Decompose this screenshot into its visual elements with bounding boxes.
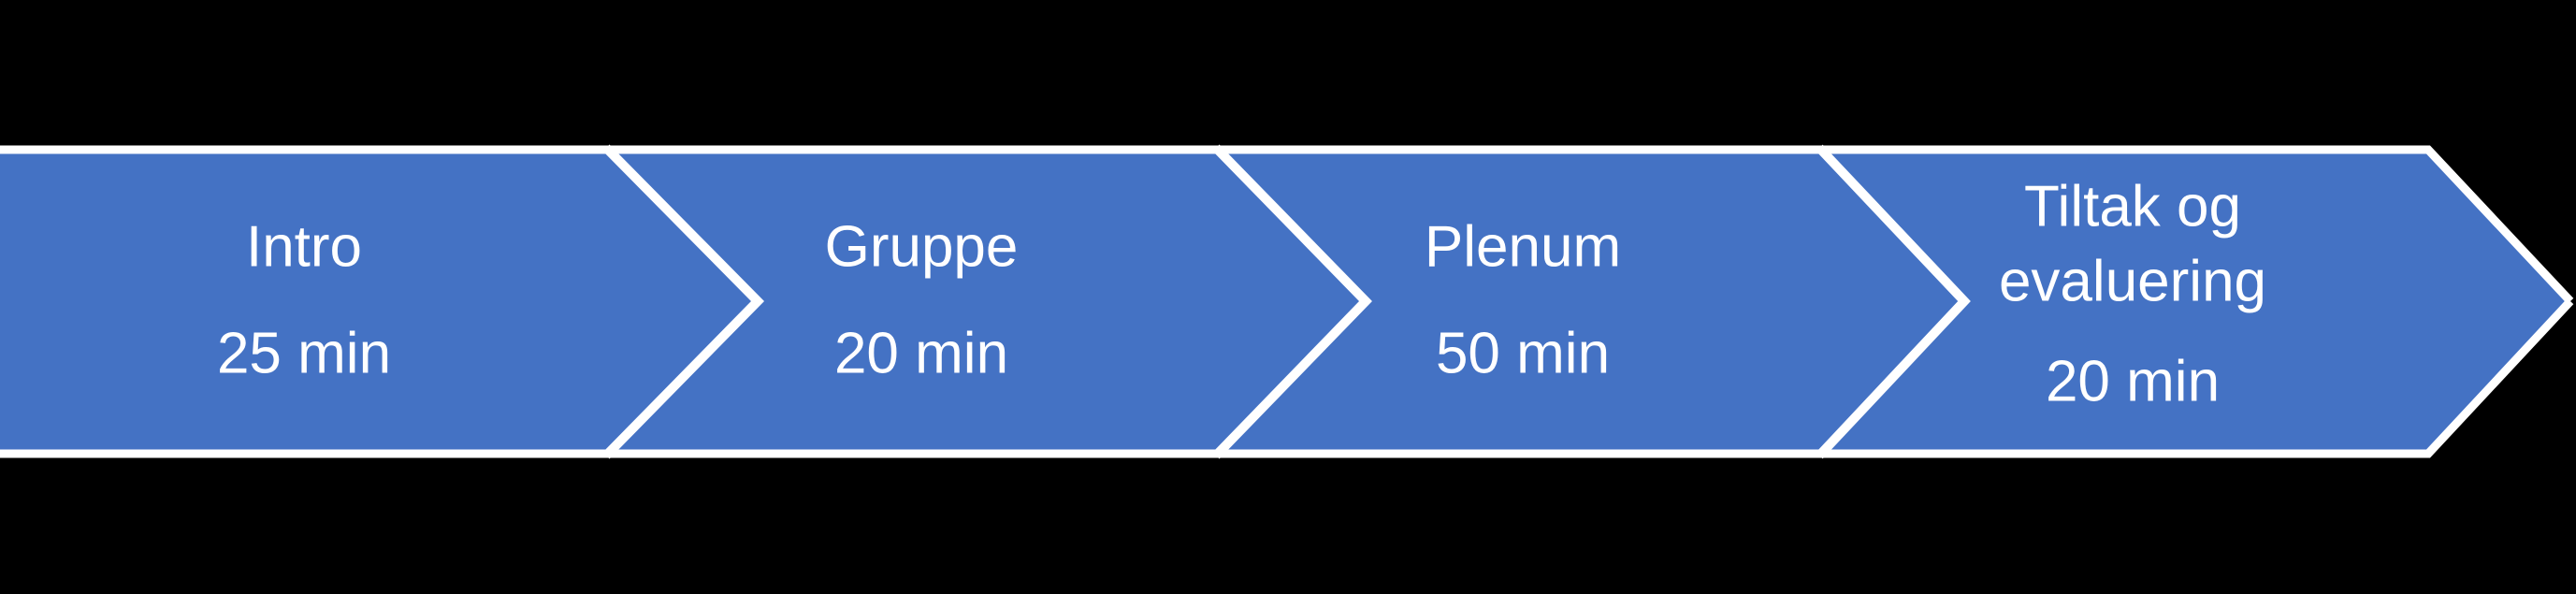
step-intro-duration: 25 min <box>217 321 391 385</box>
step-plenum-label: Plenum <box>1425 214 1621 279</box>
chevron-separator-3 <box>1816 144 1971 459</box>
chevron-separator-1 <box>602 144 765 459</box>
chevron-step-gruppe[interactable]: Gruppe 20 min <box>825 214 1019 385</box>
chevron-step-tiltak-og-evaluering[interactable]: Tiltak og evaluering 20 min <box>1999 174 2266 413</box>
chevron-step-intro[interactable]: Intro 25 min <box>217 214 391 385</box>
step-intro-label: Intro <box>246 214 362 279</box>
chevron-step-plenum[interactable]: Plenum 50 min <box>1425 214 1621 385</box>
chevron-separator-2 <box>1212 144 1372 459</box>
step-plenum-duration: 50 min <box>1436 321 1610 385</box>
step-tiltak-duration: 20 min <box>2046 349 2220 413</box>
chevron-band-fill <box>0 150 2570 454</box>
band-top-edge <box>0 145 2574 305</box>
step-tiltak-label-line2: evaluering <box>1999 249 2266 313</box>
step-tiltak-label-line1: Tiltak og <box>2024 174 2241 239</box>
step-gruppe-duration: 20 min <box>834 321 1008 385</box>
band-bottom-edge <box>0 297 2574 458</box>
step-gruppe-label: Gruppe <box>825 214 1019 279</box>
